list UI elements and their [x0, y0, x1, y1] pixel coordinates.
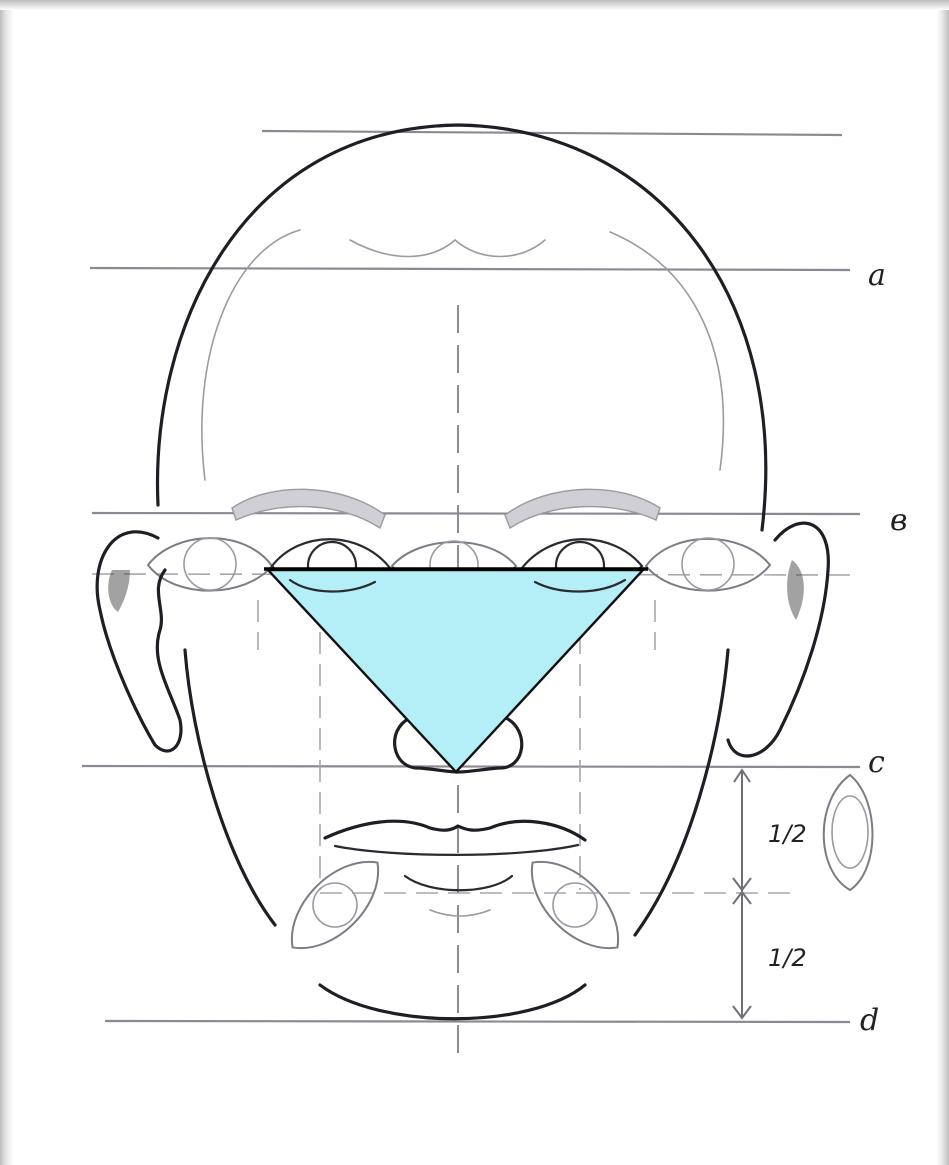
eye-icon	[824, 775, 873, 890]
guide-line-b	[92, 513, 860, 514]
upper-lip	[325, 821, 585, 840]
eye-icon	[646, 538, 770, 591]
left-ear-shading	[108, 570, 130, 612]
label-a: a	[868, 258, 886, 293]
head-outline	[158, 125, 766, 530]
upper-half-label: 1/2	[768, 820, 807, 848]
forehead-sketch-right	[610, 232, 723, 470]
right-eyebrow	[505, 489, 660, 528]
right-ear-shading	[787, 560, 804, 620]
label-d: d	[860, 1003, 879, 1038]
lower-half-label: 1/2	[768, 944, 807, 972]
guide-top-of-head	[262, 131, 842, 135]
guide-line-c	[82, 766, 860, 767]
label-b: в	[890, 503, 907, 538]
guide-line-a	[90, 268, 850, 270]
guide-line-d	[105, 1021, 850, 1022]
chin-dimple	[430, 910, 490, 916]
eye-icon	[514, 844, 636, 966]
eye-icon	[148, 538, 272, 591]
left-eyebrow	[232, 489, 385, 528]
eyes-to-nose-triangle	[268, 570, 643, 772]
measurement-arrows	[733, 770, 751, 1018]
brow-ridge-sketch	[350, 240, 545, 257]
chin-outline	[320, 985, 585, 1019]
eye-icon	[274, 844, 396, 966]
ear-icon	[97, 532, 181, 751]
left-cheek	[185, 650, 275, 925]
mouth-line	[335, 845, 578, 855]
label-c: c	[868, 745, 885, 780]
ear-icon	[728, 523, 828, 756]
